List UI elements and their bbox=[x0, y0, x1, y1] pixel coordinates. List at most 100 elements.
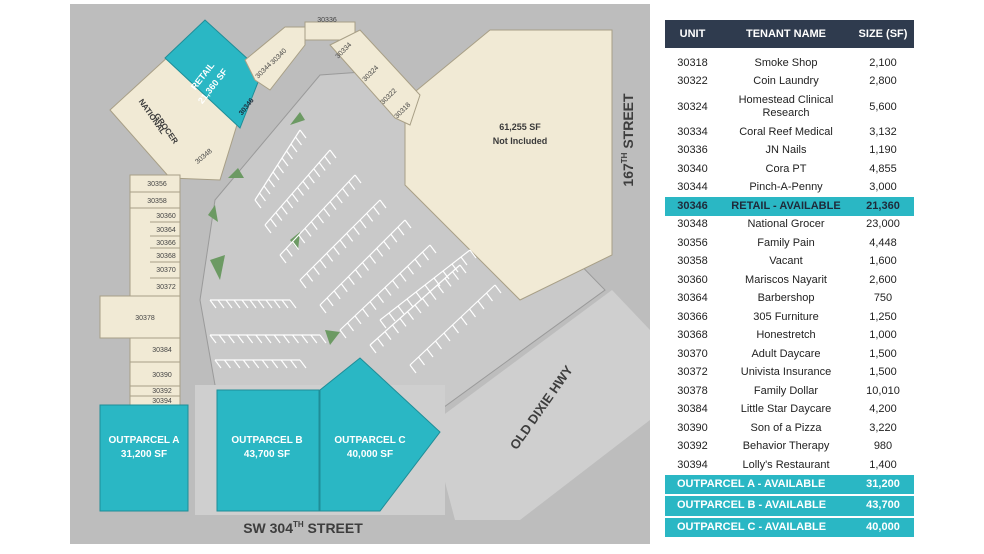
row-tenant: Pinch-A-Penny bbox=[749, 181, 823, 194]
unit-30378: 30378 bbox=[135, 315, 155, 322]
parking-stall bbox=[346, 232, 354, 242]
row-tenant: Family Pain bbox=[757, 236, 815, 249]
parking-stall bbox=[255, 334, 263, 344]
parking-stall bbox=[259, 192, 266, 202]
parking-stall bbox=[225, 299, 233, 309]
parking-stall bbox=[388, 312, 396, 322]
parking-stall bbox=[347, 276, 355, 286]
parking-stall bbox=[263, 185, 271, 195]
parking-stall bbox=[369, 301, 377, 311]
row-size: 1,190 bbox=[869, 144, 897, 157]
parking-stall bbox=[299, 129, 307, 139]
parking-stall bbox=[290, 359, 298, 369]
unit-30372: 30372 bbox=[156, 284, 176, 291]
parking-stall bbox=[233, 359, 241, 369]
unit-30358: 30358 bbox=[147, 198, 167, 205]
row-unit: 30356 bbox=[677, 236, 708, 249]
parking-stall bbox=[285, 247, 293, 257]
table-row: 30344 Pinch-A-Penny 3,000 bbox=[665, 179, 914, 198]
parking-stall bbox=[369, 344, 377, 354]
unit-30384: 30384 bbox=[152, 347, 172, 354]
parking-stall bbox=[319, 304, 327, 314]
parking-stall bbox=[444, 277, 452, 287]
row-tenant: Little Star Daycare bbox=[740, 403, 832, 416]
parking-stall bbox=[242, 359, 250, 369]
outparcel-c bbox=[319, 357, 441, 512]
outparcel-a-label: OUTPARCEL A bbox=[109, 435, 180, 446]
parking-stall bbox=[301, 334, 309, 344]
parking-stall bbox=[281, 299, 289, 309]
parking-stall bbox=[214, 359, 222, 369]
parking-stall bbox=[269, 218, 277, 228]
unit-30392: 30392 bbox=[152, 388, 172, 395]
header-size: SIZE (SF) bbox=[852, 20, 914, 48]
parking-stall bbox=[392, 280, 399, 289]
parking-stall bbox=[318, 162, 326, 171]
parking-stall bbox=[435, 340, 442, 350]
parking-stall bbox=[286, 150, 293, 160]
parking-stall bbox=[286, 199, 294, 209]
parking-stall bbox=[354, 174, 362, 184]
unit-30366: 30366 bbox=[156, 240, 176, 247]
parking-stall bbox=[339, 239, 347, 249]
parking-stall bbox=[335, 194, 343, 204]
outparcel-size: 31,200 bbox=[852, 474, 914, 495]
parking-stall bbox=[310, 334, 318, 344]
diagonal-road bbox=[430, 290, 650, 520]
parking-stall bbox=[313, 168, 321, 178]
parking-stall bbox=[460, 256, 468, 266]
parking-stall bbox=[469, 249, 477, 259]
parking-stall bbox=[281, 157, 289, 167]
parking-stall bbox=[268, 178, 275, 188]
parking-stall bbox=[223, 359, 231, 369]
parking-stall bbox=[323, 207, 331, 217]
unit-30336-building bbox=[304, 21, 356, 41]
parking-stall bbox=[460, 316, 468, 326]
row-unit: 30378 bbox=[677, 384, 708, 397]
header-tenant: TENANT NAME bbox=[720, 20, 852, 48]
parking-stripes bbox=[209, 129, 502, 374]
parking-stall bbox=[254, 199, 262, 209]
outparcel-a-size: 31,200 SF bbox=[121, 449, 167, 460]
parking-stall bbox=[352, 226, 360, 236]
row-unit: 30394 bbox=[677, 458, 708, 471]
row-unit: 30344 bbox=[677, 181, 708, 194]
row-unit: 30392 bbox=[677, 440, 708, 453]
parking-stall bbox=[304, 227, 312, 237]
row-unit: 30318 bbox=[677, 56, 708, 69]
parking-stall bbox=[332, 246, 340, 256]
parking-stall bbox=[379, 319, 387, 329]
parking-stall bbox=[299, 279, 307, 289]
outparcel-size: 40,000 bbox=[852, 515, 914, 537]
parking-stall bbox=[429, 244, 437, 254]
parking-stall bbox=[227, 334, 235, 344]
parking-stall bbox=[280, 359, 288, 369]
parking-stall bbox=[312, 266, 320, 276]
row-size: 3,000 bbox=[869, 181, 897, 194]
parking-stall bbox=[218, 334, 226, 344]
row-size: 4,200 bbox=[869, 403, 897, 416]
parking-stall bbox=[366, 212, 374, 222]
parking-stall bbox=[326, 252, 334, 262]
row-size: 980 bbox=[873, 440, 893, 453]
parking-stall bbox=[299, 359, 307, 369]
parking-stall bbox=[291, 193, 299, 203]
row-unit: 30334 bbox=[677, 125, 708, 138]
parking-stall bbox=[326, 297, 334, 307]
row-unit: 30366 bbox=[677, 310, 708, 323]
outparcel-label: OUTPARCEL A - AVAILABLE bbox=[665, 474, 852, 495]
parking-stall bbox=[282, 334, 290, 344]
parking-stall bbox=[339, 329, 347, 339]
parking-stall bbox=[477, 300, 485, 310]
parking-stall bbox=[340, 283, 348, 293]
parking-stall bbox=[379, 199, 387, 209]
parking-stall bbox=[246, 334, 254, 344]
west-strip-building bbox=[129, 174, 181, 406]
parking-stall bbox=[302, 180, 310, 190]
row-unit: 30370 bbox=[677, 347, 708, 360]
